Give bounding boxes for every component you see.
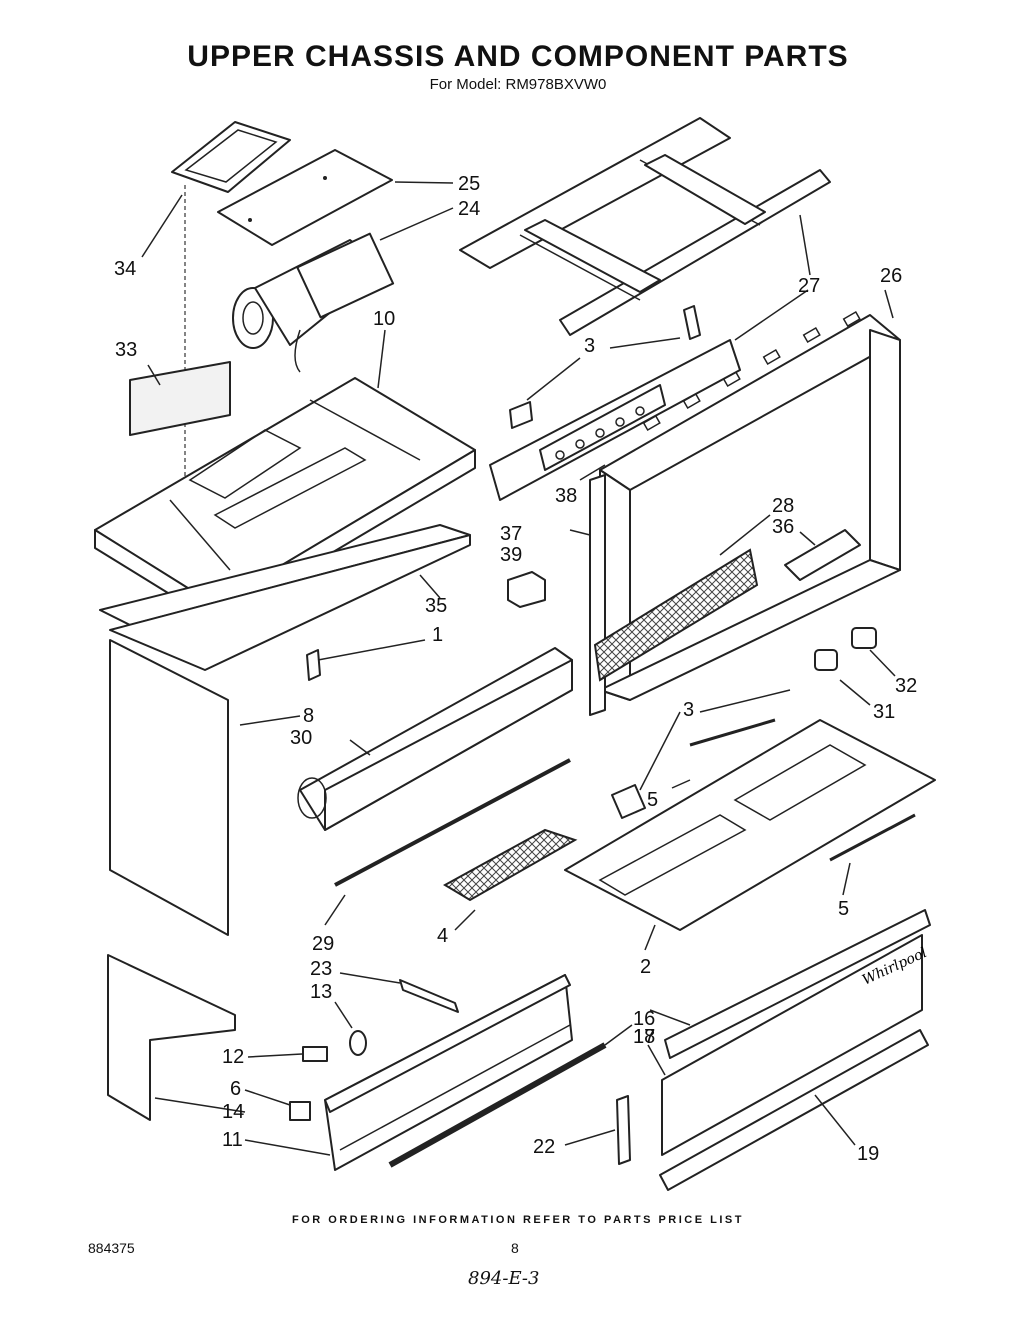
part-5-rod-lower bbox=[829, 813, 916, 862]
part-25-damper-plate bbox=[217, 149, 393, 246]
callout-18: 18 bbox=[633, 1026, 655, 1048]
callout-36: 36 bbox=[772, 516, 794, 538]
callout-8: 8 bbox=[303, 705, 314, 727]
part-22-strip bbox=[616, 1095, 631, 1165]
part-39-latch-block bbox=[507, 571, 546, 608]
part-32-switch bbox=[851, 627, 877, 649]
callout-16: 16 bbox=[633, 1008, 655, 1030]
callout-10: 10 bbox=[373, 308, 395, 330]
part-27-upper-frame bbox=[459, 117, 831, 336]
callout-37: 37 bbox=[500, 523, 522, 545]
part-29-rod bbox=[334, 758, 571, 887]
part-24-blower-motor bbox=[232, 232, 395, 373]
callout-30: 30 bbox=[290, 727, 312, 749]
leader-lines bbox=[141, 181, 896, 1156]
part-4-filter bbox=[442, 828, 578, 902]
part-34-vent-bracket bbox=[171, 121, 291, 193]
callout-6: 6 bbox=[230, 1078, 241, 1100]
part-12-socket bbox=[302, 1046, 328, 1062]
part-3-clip-right bbox=[683, 305, 701, 340]
callout-38: 38 bbox=[555, 485, 577, 507]
part-16-upper-rail bbox=[664, 909, 931, 1059]
callout-17: 17 bbox=[633, 1026, 655, 1048]
part-19-lower-rail bbox=[659, 1029, 929, 1191]
callout-5-left: 5 bbox=[647, 789, 658, 811]
callout-31: 31 bbox=[873, 701, 895, 723]
page-title: UPPER CHASSIS AND COMPONENT PARTS bbox=[187, 40, 849, 73]
callout-32: 32 bbox=[895, 675, 917, 697]
document-number: 884375 bbox=[88, 1240, 135, 1256]
callout-labels: 25 24 34 27 26 10 33 3 38 28 36 37 39 35… bbox=[114, 173, 917, 1165]
part-8-side-wall bbox=[109, 639, 229, 936]
callout-22: 22 bbox=[533, 1136, 555, 1158]
part-3-clip-left bbox=[509, 401, 533, 429]
callout-26: 26 bbox=[880, 265, 902, 287]
callout-27: 27 bbox=[798, 275, 820, 297]
part-5-rod-upper bbox=[689, 718, 776, 747]
callout-3-upper: 3 bbox=[584, 335, 595, 357]
callout-1: 1 bbox=[432, 624, 443, 646]
callout-23: 23 bbox=[310, 958, 332, 980]
handwritten-note: 894-E-3 bbox=[468, 1268, 540, 1289]
callout-3-middle: 3 bbox=[683, 699, 694, 721]
callout-13: 13 bbox=[310, 981, 332, 1003]
callout-28: 28 bbox=[772, 495, 794, 517]
page-number: 8 bbox=[511, 1240, 519, 1256]
callout-2: 2 bbox=[640, 956, 651, 978]
part-36-bracket bbox=[784, 529, 861, 581]
callout-25: 25 bbox=[458, 173, 480, 195]
part-11-light-housing bbox=[324, 974, 573, 1171]
callout-24: 24 bbox=[458, 198, 480, 220]
part-2-bottom-tray bbox=[564, 719, 936, 931]
part-13-bulb bbox=[349, 1030, 367, 1056]
callout-4: 4 bbox=[437, 925, 448, 947]
callout-11: 11 bbox=[222, 1129, 243, 1151]
part-35-lower-edge bbox=[109, 534, 471, 671]
part-23-bracket bbox=[399, 979, 459, 1013]
part-14-side-bracket bbox=[107, 954, 236, 1121]
callout-35: 35 bbox=[425, 595, 447, 617]
callout-39: 39 bbox=[500, 544, 522, 566]
part-38-control-panel bbox=[489, 339, 741, 501]
callout-29: 29 bbox=[312, 933, 334, 955]
part-18-lens-panel: Whirlpool bbox=[661, 934, 930, 1156]
part-1-clip bbox=[306, 649, 321, 681]
part-33-side-panel bbox=[129, 361, 231, 436]
callout-12: 12 bbox=[222, 1046, 244, 1068]
model-subtitle: For Model: RM978BXVW0 bbox=[429, 76, 607, 93]
part-30-vent-duct bbox=[297, 647, 573, 831]
callout-14: 14 bbox=[222, 1101, 244, 1123]
part-31-switch bbox=[814, 649, 838, 671]
callout-34: 34 bbox=[114, 258, 136, 280]
ordering-note: FOR ORDERING INFORMATION REFER TO PARTS … bbox=[292, 1214, 744, 1226]
callout-19: 19 bbox=[857, 1143, 879, 1165]
part-17-lamp-tube bbox=[388, 1042, 607, 1168]
callout-33: 33 bbox=[115, 339, 137, 361]
part-3-clip-lower bbox=[611, 784, 646, 819]
part-6-connector bbox=[289, 1101, 311, 1121]
part-28-grille-mesh bbox=[593, 548, 759, 682]
callout-5-right: 5 bbox=[838, 898, 849, 920]
